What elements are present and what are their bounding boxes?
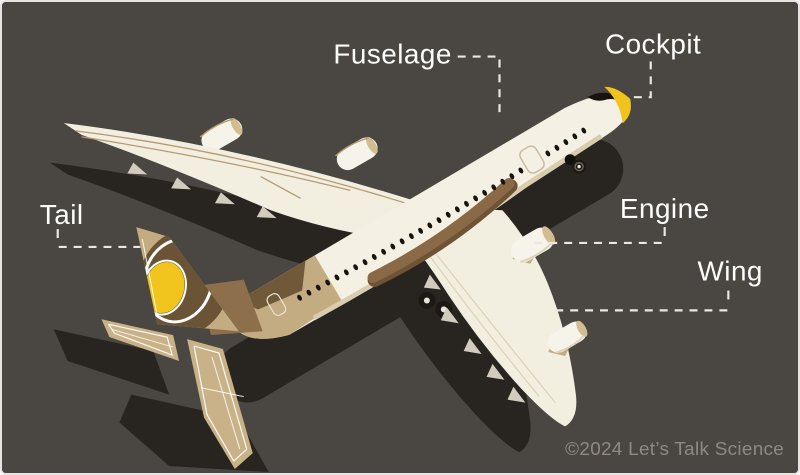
window-dot — [464, 200, 469, 207]
window-dot — [518, 167, 524, 174]
window-dot — [362, 259, 368, 266]
window-dot — [563, 139, 569, 145]
label-cockpit: Cockpit — [605, 29, 701, 60]
far-wing — [63, 122, 458, 244]
fuselage-leader-line — [457, 55, 501, 114]
window-dot — [325, 279, 331, 286]
window-dot — [306, 289, 312, 296]
window-dot — [436, 217, 442, 224]
fuselage-saddle — [238, 260, 306, 310]
window-dot — [427, 222, 433, 229]
window-dot — [334, 274, 340, 281]
label-tail: Tail — [40, 199, 84, 230]
far-engine-2 — [335, 136, 378, 171]
window-dot — [371, 253, 377, 260]
nose-landing-gear — [564, 154, 587, 174]
window-dot — [500, 178, 506, 185]
far-wing-flap-fairings — [127, 162, 277, 219]
nose-cone — [604, 86, 631, 124]
window-row — [297, 127, 587, 301]
window-dot — [482, 189, 488, 196]
window-dot — [554, 144, 560, 151]
window-dot — [390, 243, 396, 250]
window-dot — [572, 133, 578, 140]
near-wing-flap-fairings — [423, 274, 526, 403]
window-dot — [454, 206, 460, 213]
label-fuselage: Fuselage — [333, 39, 452, 70]
window-dot — [445, 211, 451, 218]
window-dot — [418, 227, 424, 234]
far-stabilizer — [101, 319, 180, 361]
far-engine-1 — [199, 118, 243, 152]
window-dot — [297, 294, 302, 301]
near-engine-1 — [510, 226, 556, 264]
window-dot — [315, 284, 321, 291]
window-dot — [408, 233, 414, 240]
window-dot — [353, 264, 359, 271]
window-dot — [491, 184, 497, 191]
credit-text: ©2024 Let’s Talk Science — [565, 438, 784, 459]
near-engine-2 — [547, 320, 588, 354]
window-dot — [581, 127, 587, 134]
window-dot — [399, 238, 405, 245]
label-wing: Wing — [698, 256, 763, 287]
label-engine: Engine — [620, 193, 710, 224]
window-dot — [545, 150, 551, 157]
belly-fairing — [367, 177, 515, 283]
window-dot — [509, 173, 515, 180]
window-dot — [381, 248, 387, 255]
front-door — [519, 145, 545, 174]
window-dot — [473, 195, 479, 202]
rear-door — [266, 293, 287, 316]
cockpit-leader-line — [629, 61, 652, 99]
window-dot — [343, 269, 349, 276]
near-stabilizer — [187, 339, 253, 470]
